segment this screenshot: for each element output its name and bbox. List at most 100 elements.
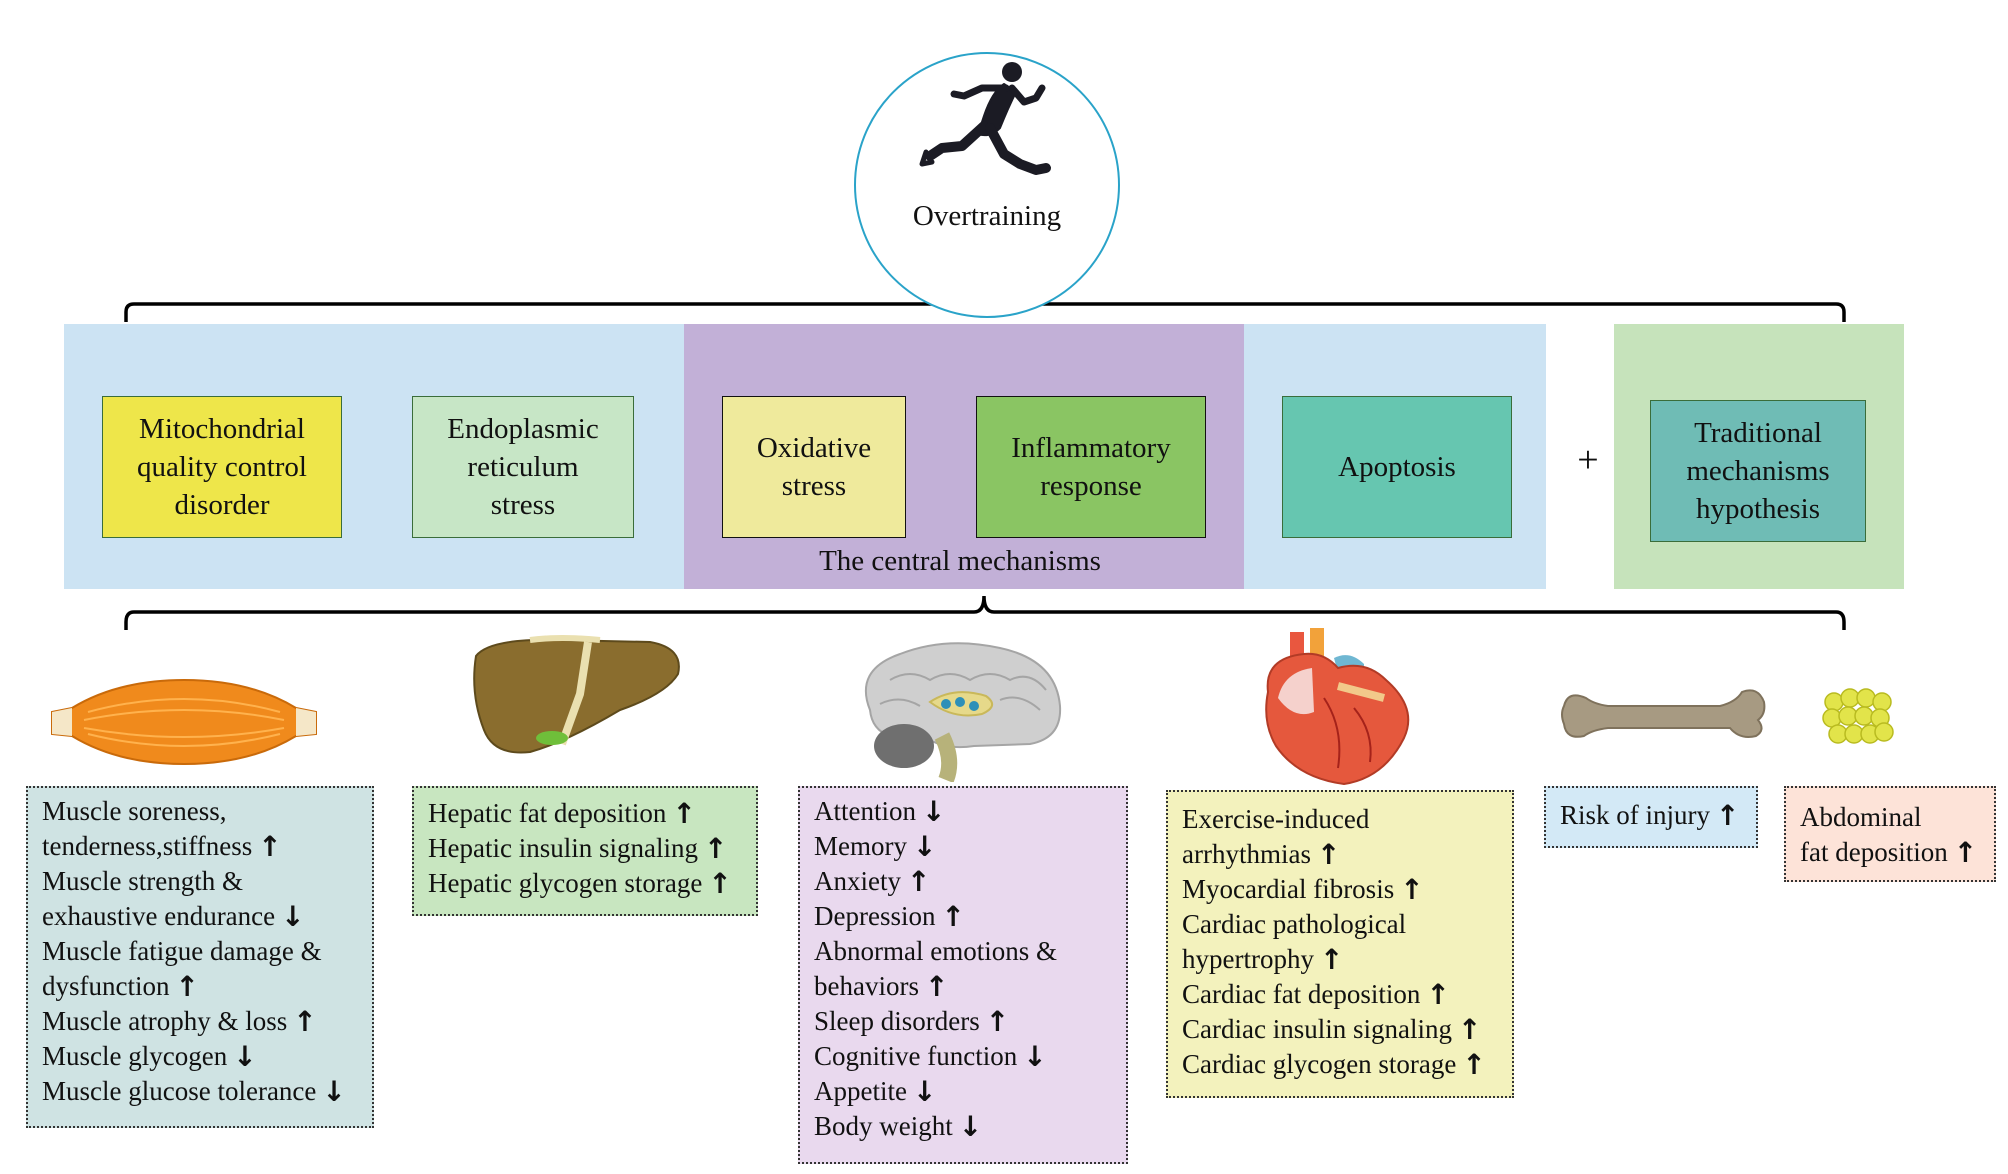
arrow-down-icon: ↓ [912, 829, 937, 863]
muscle-effect-text: Muscle glycogen [42, 1041, 228, 1071]
arrow-down-icon: ↓ [912, 1074, 937, 1108]
brain-effect-text: Abnormal emotions & [814, 936, 1057, 966]
heart-effect-text: Cardiac pathological [1182, 909, 1407, 939]
er-stress-line-1: Endoplasmic [447, 413, 599, 445]
traditional-line-2: mechanisms [1686, 455, 1830, 487]
liver-effects-box: Hepatic fat deposition↑Hepatic insulin s… [412, 786, 758, 916]
brain-effect-item: Anxiety↑ [814, 864, 1116, 899]
brain-effect-text: Anxiety [814, 866, 901, 896]
heart-icon [1265, 628, 1410, 786]
fat-effect-item: Abdominal [1800, 800, 1984, 835]
heart-effect-text: arrhythmias [1182, 839, 1311, 869]
brain-effect-item: Depression↑ [814, 899, 1116, 934]
arrow-up-icon: ↑ [1716, 798, 1740, 832]
brain-effect-text: Sleep disorders [814, 1006, 980, 1036]
brain-effect-item: Body weight↓ [814, 1109, 1116, 1144]
arrow-up-icon: ↑ [924, 969, 949, 1003]
arrow-up-icon: ↑ [1457, 1012, 1482, 1046]
inflammatory-line-1: Inflammatory [1011, 432, 1171, 464]
liver-icon [473, 635, 680, 754]
liver-effect-text: Hepatic insulin signaling [428, 833, 698, 863]
muscle-effect-item: Muscle strength & [42, 864, 362, 899]
muscle-effects-box: Muscle soreness,tenderness,stiffness↑Mus… [26, 786, 374, 1128]
muscle-effect-item: dysfunction↑ [42, 969, 362, 1004]
fat-tissue-icon [1822, 688, 1894, 744]
bone-icon [1561, 689, 1766, 738]
er-stress-line-2: reticulum [467, 451, 579, 483]
arrow-up-icon: ↑ [703, 831, 728, 865]
brain-effect-text: behaviors [814, 971, 919, 1001]
arrow-up-icon: ↑ [1462, 1047, 1486, 1081]
arrow-up-icon: ↑ [708, 866, 732, 900]
central-mechanisms-label: The central mechanisms [819, 545, 1101, 577]
heart-effect-item: Cardiac fat deposition↑ [1182, 977, 1502, 1012]
liver-effect-item: Hepatic glycogen storage↑ [428, 866, 746, 901]
mitochondrial-line-3: disorder [174, 489, 270, 521]
arrow-up-icon: ↑ [175, 969, 199, 1003]
heart-effect-text: hypertrophy [1182, 944, 1314, 974]
inflammatory-line-2: response [1040, 470, 1142, 502]
arrow-up-icon: ↑ [907, 864, 931, 898]
brain-effect-item: Memory↓ [814, 829, 1116, 864]
fat-effect-text: Abdominal [1800, 802, 1922, 832]
oxidative-line-1: Oxidative [756, 432, 872, 464]
arrow-up-icon: ↑ [985, 1004, 1010, 1038]
muscle-icon [51, 678, 317, 766]
heart-effect-item: Cardiac glycogen storage↑ [1182, 1047, 1502, 1082]
mitochondrial-line-2: quality control [137, 451, 307, 483]
muscle-effect-text: tenderness,stiffness [42, 831, 253, 861]
arrow-down-icon: ↓ [1023, 1039, 1047, 1073]
brain-effect-text: Cognitive function [814, 1041, 1018, 1071]
brain-effects-box: Attention↓Memory↓Anxiety↑Depression↑Abno… [798, 786, 1128, 1164]
heart-effect-text: Myocardial fibrosis [1182, 874, 1395, 904]
arrow-up-icon: ↑ [941, 899, 965, 933]
brain-icon [864, 642, 1062, 782]
muscle-effect-text: dysfunction [42, 971, 170, 1001]
brain-effect-item: Sleep disorders↑ [814, 1004, 1116, 1039]
arrow-down-icon: ↓ [922, 794, 946, 828]
bone-effect-text: Risk of injury [1560, 800, 1711, 830]
arrow-down-icon: ↓ [322, 1074, 346, 1108]
liver-effect-text: Hepatic fat deposition [428, 798, 667, 828]
muscle-effect-item: Muscle soreness, [42, 794, 362, 829]
apoptosis-line-1: Apoptosis [1338, 451, 1456, 483]
arrow-up-icon: ↑ [1953, 835, 1978, 869]
heart-effect-text: Exercise-induced [1182, 804, 1370, 834]
overtraining-label: Overtraining [912, 200, 1062, 232]
fat-effect-item: fat deposition↑ [1800, 835, 1984, 870]
heart-effect-item: Myocardial fibrosis↑ [1182, 872, 1502, 907]
heart-effect-text: Cardiac insulin signaling [1182, 1014, 1452, 1044]
traditional-line-1: Traditional [1694, 417, 1822, 449]
plus-sign: + [1577, 439, 1599, 481]
arrow-down-icon: ↓ [281, 899, 305, 933]
muscle-effect-text: Muscle strength & [42, 866, 243, 896]
arrow-up-icon: ↑ [1319, 942, 1344, 976]
muscle-effect-text: Muscle glucose tolerance [42, 1076, 317, 1106]
heart-effect-item: arrhythmias↑ [1182, 837, 1502, 872]
traditional-box: Traditional mechanisms hypothesis [1650, 400, 1866, 542]
arrow-down-icon: ↓ [233, 1039, 257, 1073]
mitochondrial-line-1: Mitochondrial [139, 413, 305, 445]
heart-effect-text: Cardiac glycogen storage [1182, 1049, 1457, 1079]
muscle-effect-item: Muscle fatigue damage & [42, 934, 362, 969]
arrow-down-icon: ↓ [958, 1109, 983, 1143]
heart-effect-item: Cardiac insulin signaling↑ [1182, 1012, 1502, 1047]
brain-effect-item: Cognitive function↓ [814, 1039, 1116, 1074]
liver-effect-text: Hepatic glycogen storage [428, 868, 703, 898]
muscle-effect-text: exhaustive endurance [42, 901, 276, 931]
apoptosis-box: Apoptosis [1282, 396, 1512, 538]
arrow-up-icon: ↑ [293, 1004, 317, 1038]
muscle-effect-item: Muscle atrophy & loss↑ [42, 1004, 362, 1039]
arrow-up-icon: ↑ [258, 829, 282, 863]
muscle-effect-item: tenderness,stiffness↑ [42, 829, 362, 864]
heart-effect-item: hypertrophy↑ [1182, 942, 1502, 977]
brain-effect-text: Body weight [814, 1111, 953, 1141]
mitochondrial-box: Mitochondrial quality control disorder [102, 396, 342, 538]
inflammatory-box: Inflammatory response [976, 396, 1206, 538]
traditional-line-3: hypothesis [1695, 493, 1821, 525]
er-stress-line-3: stress [490, 489, 556, 521]
brain-effect-text: Attention [814, 796, 916, 826]
overtraining-circle [854, 52, 1120, 318]
